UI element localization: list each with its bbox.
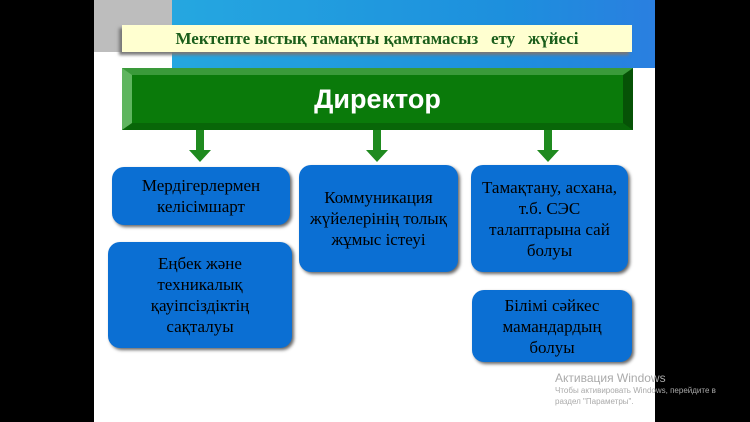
watermark-line1: Чтобы активировать Windows, перейдите в [555,386,716,395]
arrow-down-icon [537,130,559,162]
watermark-line2: раздел "Параметры". [555,397,634,406]
arrow-down-icon [366,130,388,162]
box-labor-safety: Еңбек және техникалық қауіпсіздіктің сақ… [108,242,292,348]
windows-activation-watermark: Активация Windows Чтобы активировать Win… [555,371,716,407]
box-contractors: Мердігерлермен келісімшарт [112,167,290,225]
arrow-down-icon [189,130,211,162]
slide-title: Мектепте ыстық тамақты қамтамасыз ету жү… [122,25,632,52]
box-sanitary: Тамақтану, асхана, т.б. СЭС талаптарына … [471,165,628,272]
slide: Мектепте ыстық тамақты қамтамасыз ету жү… [94,0,655,422]
director-bar: Директор [122,68,633,130]
box-communication: Коммуникация жүйелерінің толық жұмыс іст… [299,165,458,272]
box-qualified-staff: Білімі сәйкес мамандардың болуы [472,290,632,362]
watermark-title: Активация Windows [555,371,666,385]
